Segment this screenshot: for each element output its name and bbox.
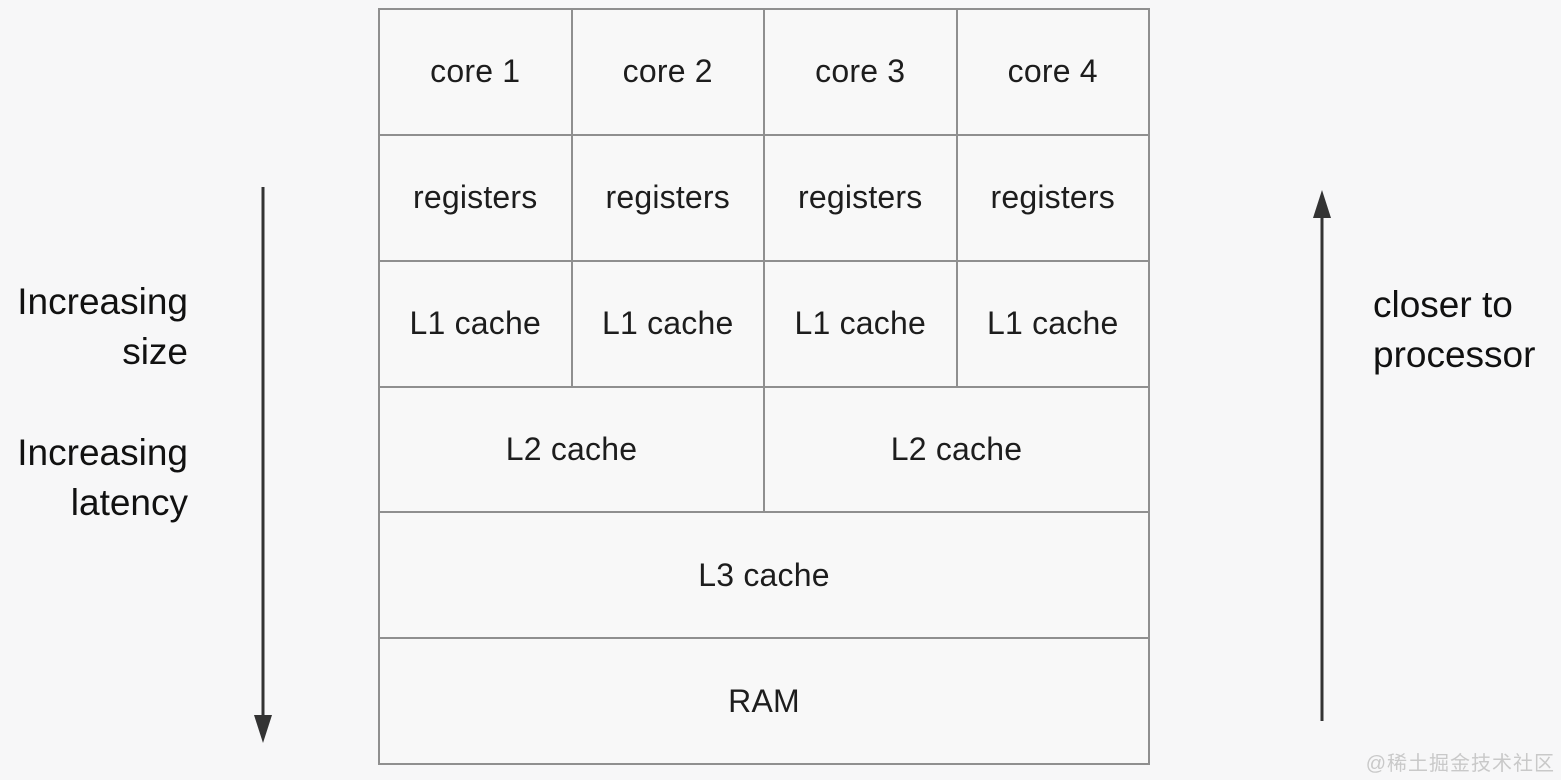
cell-l1-cache-4: L1 cache xyxy=(957,261,1148,386)
cell-l2-cache-2: L2 cache xyxy=(765,387,1148,512)
label-increasing-latency-line1: Increasing xyxy=(17,432,188,473)
cell-registers-4: registers xyxy=(957,135,1148,260)
arrow-down-icon xyxy=(254,187,272,743)
label-increasing-size: Increasing size xyxy=(0,277,188,377)
cell-ram: RAM xyxy=(380,639,1148,763)
label-increasing-size-line2: size xyxy=(122,331,188,372)
cell-l1-cache-3: L1 cache xyxy=(765,261,956,386)
label-closer-line1: closer to xyxy=(1373,284,1513,325)
label-increasing-latency-line2: latency xyxy=(70,482,188,523)
cell-l2-cache-1: L2 cache xyxy=(380,387,763,512)
cell-core-1: core 1 xyxy=(380,10,571,134)
label-increasing-size-line1: Increasing xyxy=(17,281,188,322)
memory-hierarchy-table: core 1 core 2 core 3 core 4 registers re… xyxy=(378,8,1150,765)
cell-registers-1: registers xyxy=(380,135,571,260)
label-increasing-latency: Increasing latency xyxy=(0,428,188,528)
cell-core-3: core 3 xyxy=(765,10,956,134)
cell-core-4: core 4 xyxy=(957,10,1148,134)
cell-registers-2: registers xyxy=(572,135,763,260)
cell-l1-cache-2: L1 cache xyxy=(572,261,763,386)
arrow-up-icon xyxy=(1313,190,1331,721)
cell-registers-3: registers xyxy=(765,135,956,260)
cell-l1-cache-1: L1 cache xyxy=(380,261,571,386)
label-closer-to-processor: closer to processor xyxy=(1373,280,1535,380)
cell-l3-cache: L3 cache xyxy=(380,513,1148,638)
cell-core-2: core 2 xyxy=(572,10,763,134)
watermark-text: @稀土掘金技术社区 xyxy=(1365,753,1555,775)
label-closer-line2: processor xyxy=(1373,334,1536,375)
